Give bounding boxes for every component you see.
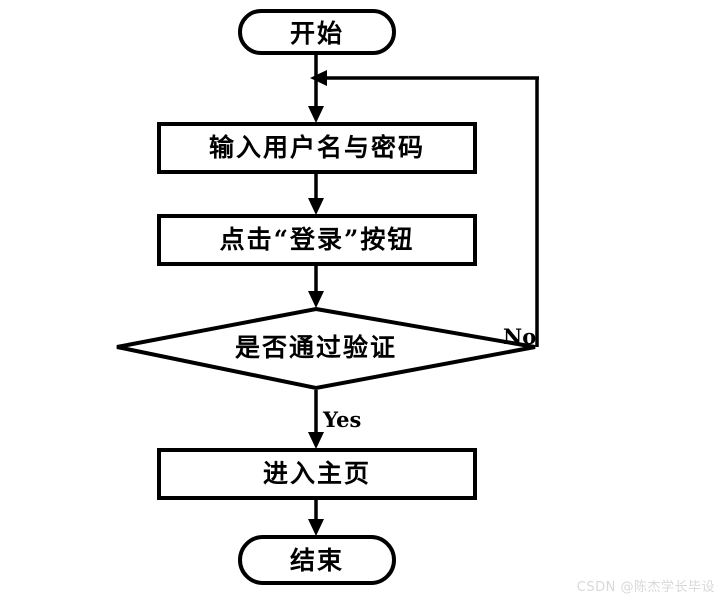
node-home-label: 进入主页 bbox=[262, 459, 371, 488]
arrowhead-down-end bbox=[308, 519, 324, 536]
node-click-shape[interactable] bbox=[157, 214, 477, 266]
arrowhead-down-home bbox=[308, 432, 324, 449]
edge-click-to-verify bbox=[308, 266, 324, 308]
edge-label-no: No bbox=[503, 324, 537, 349]
edge-verify-yes-to-home bbox=[308, 390, 324, 449]
node-start-label: 开始 bbox=[289, 19, 344, 48]
node-input-shape[interactable] bbox=[157, 122, 477, 174]
arrowhead-down-input bbox=[308, 106, 324, 123]
arrowhead-left-loopback bbox=[310, 70, 327, 86]
arrowhead-down-verify bbox=[308, 291, 324, 308]
edge-start-to-input bbox=[308, 53, 324, 123]
node-verify-label: 是否通过验证 bbox=[234, 333, 397, 362]
edge-label-yes: Yes bbox=[323, 407, 362, 432]
edge-verify-no-loopback bbox=[310, 70, 539, 347]
node-start-shape[interactable] bbox=[238, 9, 396, 55]
edge-input-to-click bbox=[308, 174, 324, 215]
node-end-label: 结束 bbox=[289, 546, 344, 575]
node-home-shape[interactable] bbox=[157, 448, 477, 500]
arrowhead-down-click bbox=[308, 198, 324, 215]
node-end-shape[interactable] bbox=[238, 535, 396, 585]
node-verify-shape[interactable] bbox=[116, 306, 536, 391]
edge-home-to-end bbox=[308, 500, 324, 536]
node-click-label: 点击“登录”按钮 bbox=[219, 225, 415, 254]
node-input-label: 输入用户名与密码 bbox=[208, 133, 425, 162]
csdn-watermark: CSDN @陈杰学长毕设 bbox=[576, 580, 715, 595]
